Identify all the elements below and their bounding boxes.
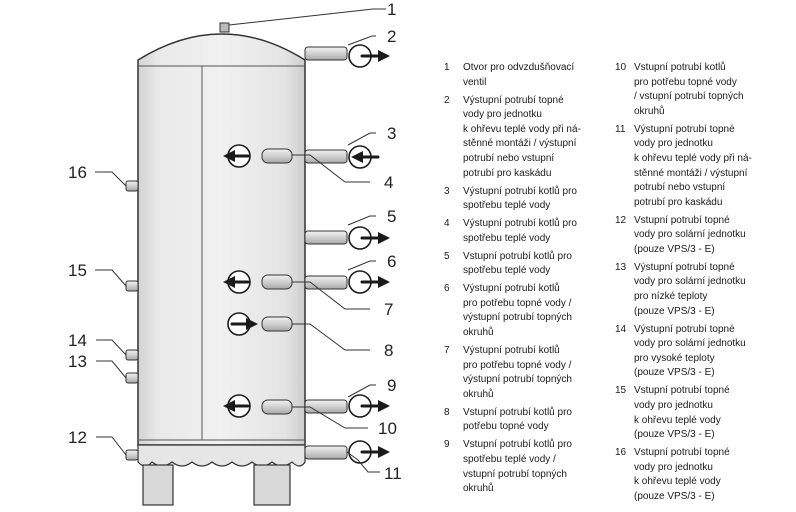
legend-number: 14: [615, 323, 627, 335]
legend-text: Výstupní potrubí kotlů pro potřebu topné…: [463, 345, 572, 400]
legend-text: Výstupní potrubí topné vody pro jednotku…: [463, 94, 581, 179]
callout-13: 13: [68, 352, 87, 371]
legend-text: Výstupní potrubí topné vody pro solární …: [634, 323, 746, 379]
legend-number: 6: [444, 283, 450, 295]
legend-item-2: 2 Výstupní potrubí topné vody pro jednotk…: [444, 94, 608, 182]
legend-number: 12: [615, 214, 627, 226]
tank-body: [137, 33, 306, 446]
legend-number: 2: [444, 94, 450, 106]
legend-text: Vstupní potrubí kotlů pro potřebu topné …: [463, 406, 572, 433]
callout-15: 15: [68, 261, 87, 280]
legend-text: Vstupní potrubí kotlů pro spotřebu teplé…: [463, 250, 572, 277]
legend-item-7: 7 Výstupní potrubí kotlů pro potřebu topn…: [444, 344, 608, 402]
callout-14: 14: [68, 331, 87, 350]
legend-item-9: 9 Vstupní potrubí kotlů pro spotřebu tepl…: [444, 438, 608, 496]
stub-14: [125, 349, 139, 361]
callout-9: 9: [387, 376, 396, 395]
stub-13: [125, 372, 139, 384]
legend-text: Výstupní potrubí topné vody pro jednotku…: [634, 123, 752, 208]
legend-text: Vstupní potrubí topné vody pro jednotku …: [634, 385, 730, 441]
legend-text: Výstupní potrubí topné vody pro solární …: [634, 261, 746, 317]
callout-1: 1: [387, 0, 396, 19]
callout-11: 11: [384, 464, 402, 483]
legend-item-14: 14 Výstupní potrubí topné vody pro solárn…: [615, 323, 790, 381]
legend-number: 16: [615, 447, 627, 459]
legend-item-1: 1 Otvor pro odvzdušňovací ventil: [444, 61, 608, 90]
legend-item-6: 6 Výstupní potrubí kotlů pro potřebu topn…: [444, 282, 608, 340]
legend-item-12: 12 Vstupní potrubí topné vody pro solární…: [615, 214, 790, 258]
pipe-9: [304, 399, 348, 414]
legend-number: 11: [615, 123, 626, 135]
inner-pipe-4: [261, 148, 293, 164]
stub-16: [125, 180, 139, 192]
inner-pipe-10: [261, 399, 293, 415]
callout-5: 5: [387, 207, 396, 226]
right-pipes: [304, 46, 348, 460]
legend-number: 15: [615, 385, 627, 397]
legend-number: 13: [615, 261, 627, 273]
legend-number: 3: [444, 185, 450, 197]
legend-text: Výstupní potrubí kotlů pro potřebu topné…: [463, 283, 572, 339]
legend-number: 5: [444, 250, 450, 262]
legend-text: Vstupní potrubí topné vody pro solární j…: [634, 214, 746, 255]
legend-number: 10: [615, 62, 627, 73]
legend-item-15: 15 Vstupní potrubí topné vody pro jednotk…: [615, 384, 790, 442]
legend-item-13: 13 Výstupní potrubí topné vody pro solárn…: [615, 261, 790, 319]
pipe-2: [304, 46, 348, 61]
legend-item-10: 10 Vstupní potrubí kotlů pro potřebu topn…: [615, 61, 790, 119]
stub-15: [125, 280, 139, 292]
callout-7: 7: [384, 300, 393, 319]
flow-arrow-heads: [223, 50, 390, 458]
legend-column-2: 10 Vstupní potrubí kotlů pro potřebu topn…: [615, 61, 790, 508]
callout-8: 8: [384, 341, 393, 360]
inner-pipe-8: [261, 316, 293, 332]
legend-number: 8: [444, 406, 450, 418]
legend-item-11: 11 Výstupní potrubí topné vody pro jednot…: [615, 123, 790, 211]
legend-text: Vstupní potrubí topné vody pro jednotku …: [634, 447, 730, 502]
leader-lines: [95, 8, 386, 473]
callout-12: 12: [68, 428, 87, 447]
pipe-5: [304, 230, 348, 245]
legend-number: 1: [444, 62, 450, 73]
legend-item-5: 5 Vstupní potrubí kotlů pro spotřebu tepl…: [444, 250, 608, 279]
legend-item-16: 16 Vstupní potrubí topné vody pro jednotk…: [615, 446, 790, 504]
legend-item-4: 4 Výstupní potrubí kotlů pro spotřebu tep…: [444, 217, 608, 246]
legend-item-8: 8 Vstupní potrubí kotlů pro potřebu topné…: [444, 406, 608, 435]
callout-numbers: 1 2 3 4 5 6 7 8 9 10 11 12 13 14 15 16: [68, 0, 402, 483]
callout-3: 3: [387, 124, 396, 143]
callout-10: 10: [378, 419, 397, 438]
legend-number: 4: [444, 218, 450, 230]
legend-number: 7: [444, 345, 450, 357]
tank-base: [137, 444, 306, 506]
callout-2: 2: [387, 27, 396, 46]
stub-12: [125, 449, 139, 461]
legend-text: Výstupní potrubí kotlů pro spotřebu tepl…: [463, 185, 577, 212]
callout-6: 6: [387, 252, 396, 271]
legend-text: Výstupní potrubí kotlů pro spotřebu tepl…: [463, 218, 577, 244]
legend-text: Vstupní potrubí kotlů pro spotřebu teplé…: [463, 439, 572, 495]
callout-4: 4: [384, 173, 393, 192]
inner-pipes: [261, 148, 293, 415]
pipe-11: [304, 445, 348, 460]
legend-number: 9: [444, 439, 450, 451]
inner-pipe-7: [261, 274, 293, 290]
callout-16: 16: [68, 163, 87, 182]
left-stubs: [125, 180, 139, 461]
air-vent-valve: [219, 22, 230, 33]
legend-text: Otvor pro odvzdušňovací ventil: [463, 62, 575, 88]
legend-item-3: 3 Výstupní potrubí kotlů pro spotřebu tep…: [444, 185, 608, 214]
legend-text: Vstupní potrubí kotlů pro potřebu topné …: [634, 62, 744, 117]
storage-tank-diagram: 1 2 3 4 5 6 7 8 9 10 11 12 13 14 15 16: [68, 0, 402, 506]
